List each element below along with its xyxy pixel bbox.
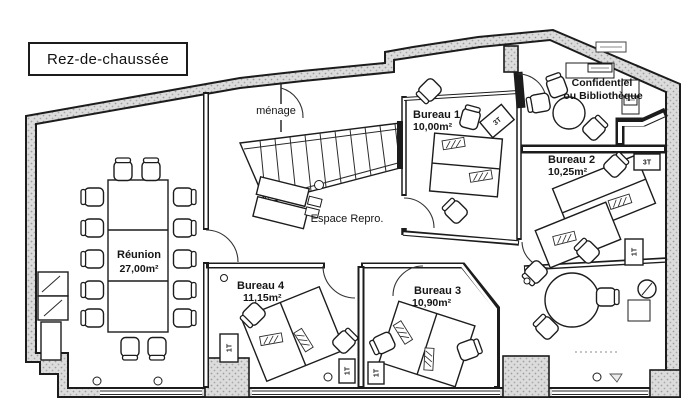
svg-text:Confidentiel: Confidentiel [572,77,633,89]
conference-table [107,179,169,333]
svg-text:10,00m²: 10,00m² [413,121,453,133]
svg-text:Bureau 1: Bureau 1 [413,109,460,121]
cabinet-3t: 3T [633,153,661,171]
room-label-bureau2: Bureau 2 10,25m² [548,154,595,178]
shelf [621,79,640,115]
svg-text:10,90m²: 10,90m² [412,297,452,309]
svg-text:3T: 3T [492,116,503,127]
chair-icon [80,308,105,328]
svg-text:1T: 1T [345,366,352,375]
room-label-repro: Espace Repro. [311,213,384,225]
chair-icon [113,157,133,182]
svg-text:1T: 1T [227,343,234,352]
room-label-bureau3: Bureau 3 10,90m² [412,285,461,309]
svg-text:Bureau 2: Bureau 2 [548,154,595,166]
wall-fixture [627,279,657,322]
room-label-bureau4: Bureau 4 11,15m² [237,280,285,304]
chair-icon [458,103,483,132]
door-arc-reunion [205,229,239,263]
window [552,389,648,396]
cabinet-1t: 1T [367,361,385,385]
chair-icon [80,280,105,300]
round-table [552,96,586,130]
svg-text:27,00m²: 27,00m² [119,263,159,275]
exterior-wall [25,28,681,398]
round-table [544,272,600,328]
column-marker [92,180,602,386]
svg-text:10,25m²: 10,25m² [548,166,588,178]
chair-icon [413,76,444,107]
partition-wall-bureau1 [401,92,522,246]
chair-icon [439,195,470,226]
chair-icon [172,280,197,300]
svg-text:Réunion: Réunion [117,249,161,261]
wall-label-box [595,41,627,53]
bureau1-desk [428,132,504,198]
chair-icon [141,157,161,182]
door-arc-menage [280,87,304,119]
room-label-reunion: Réunion 27,00m² [117,249,161,275]
svg-text:Bureau 3: Bureau 3 [414,285,461,297]
partition-wall-confidentiel [513,71,668,154]
window [252,389,500,396]
bureau4-desk [240,285,346,383]
chair-icon [580,112,611,143]
plan-title-text: Rez-de-chaussée [46,50,170,68]
chair-icon [595,287,620,307]
room-label-confidentiel: Confidentiel ou Bibliothèque [563,77,642,102]
reunion-sideboard [37,271,69,361]
svg-text:1T: 1T [632,247,639,256]
door-arc-bureau4 [322,265,356,299]
window [100,389,202,396]
svg-text:1T: 1T [374,368,381,377]
wall-stub [503,45,519,73]
room-label-bureau1: Bureau 1 10,00m² [413,109,460,133]
chair-icon [172,308,197,328]
door-arc-bureau1 [403,197,435,229]
chair-icon [80,218,105,238]
wall-pier [502,355,550,398]
wall-pier [204,357,250,398]
plan-title: Rez-de-chaussée [28,42,188,76]
door-arc-bureau3 [392,265,424,297]
arrow-mark [609,373,623,383]
chair-icon [172,249,197,269]
svg-text:ou Bibliothèque: ou Bibliothèque [563,90,642,102]
cabinet-1t: 1T [219,333,239,363]
svg-text:3T: 3T [643,160,652,167]
partition-wall-bureau2-bottom [523,257,667,271]
chair-icon [172,218,197,238]
cabinet-3t: 3T [478,103,516,139]
copier-icon [252,175,323,230]
room-label-menage: ménage [256,105,296,117]
shelf [565,62,615,79]
chair-icon [524,91,552,115]
chair-icon [172,187,197,207]
chair-icon [120,336,140,361]
chair-icon [80,249,105,269]
svg-text:11,15m²: 11,15m² [243,292,282,304]
cabinet-1t: 1T [338,358,356,384]
chair-icon [80,187,105,207]
cabinet-1t: 1T [624,238,644,266]
partition-wall-corridor [206,262,500,388]
chair-icon [147,336,167,361]
wall-pier [649,369,681,398]
svg-text:Bureau 4: Bureau 4 [237,280,285,292]
